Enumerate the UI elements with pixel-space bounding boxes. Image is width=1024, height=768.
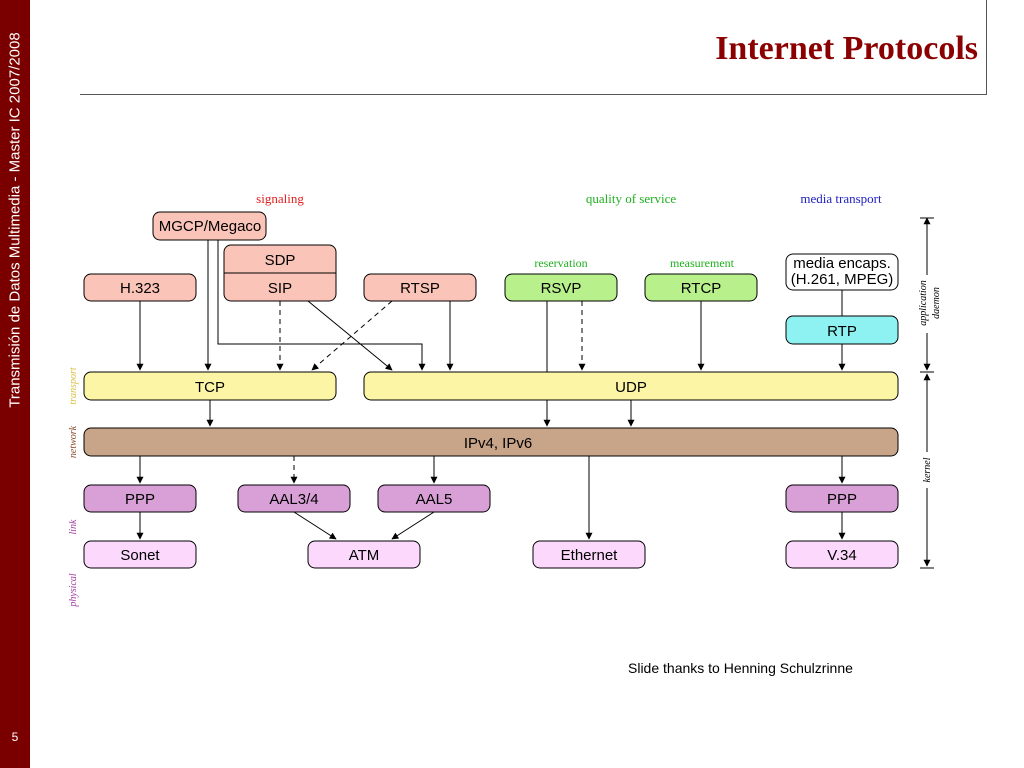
label-media-encaps-2: (H.261, MPEG) (791, 271, 894, 288)
slide-number: 5 (11, 730, 19, 744)
box-sonet (83, 540, 197, 569)
label-atm: ATM (349, 547, 380, 564)
sidebar: Transmisión de Datos Multimedia - Master… (0, 0, 30, 768)
subcategory-measurement: measurement (670, 256, 735, 270)
label-sdp: SDP (265, 252, 296, 269)
box-rsvp (504, 273, 618, 302)
label-aal34: AAL3/4 (269, 491, 318, 508)
box-atm (307, 540, 421, 569)
label-rsvp: RSVP (541, 280, 582, 297)
box-mgcp (152, 211, 267, 241)
arrow-aal34-atm (293, 511, 337, 540)
box-ethernet (532, 540, 646, 569)
layer-label-link: link (68, 519, 79, 535)
arrow-sip-udp (307, 300, 393, 371)
category-media-transport: media transport (800, 191, 882, 206)
bracket-label-bg-app (915, 275, 947, 333)
label-rtcp: RTCP (681, 280, 722, 297)
label-media-encaps-1: media encaps. (793, 255, 891, 272)
title-divider (80, 94, 987, 95)
arrow-mgcp-udp (217, 240, 426, 371)
label-ppp-right: PPP (827, 491, 857, 508)
label-sonet: Sonet (120, 547, 160, 564)
title-divider-vertical (986, 0, 987, 95)
slide-credit: Slide thanks to Henning Schulzrinne (628, 660, 853, 676)
label-ip: IPv4, IPv6 (464, 435, 532, 452)
label-v34: V.34 (827, 547, 856, 564)
label-tcp: TCP (195, 379, 225, 396)
label-udp: UDP (615, 379, 647, 396)
label-ethernet: Ethernet (561, 547, 619, 564)
slide-title: Internet Protocols (715, 30, 978, 67)
label-sip: SIP (268, 280, 292, 297)
category-qos: quality of service (586, 191, 676, 206)
box-ip (83, 427, 899, 457)
arrow-aal5-atm (391, 511, 435, 540)
bracket-label-bg-kernel (918, 452, 936, 488)
right-label-daemon: daemon (931, 287, 942, 319)
label-mgcp: MGCP/Megaco (159, 218, 262, 235)
category-signaling: signaling (256, 191, 304, 206)
label-h323: H.323 (120, 280, 160, 297)
box-rtsp (363, 273, 477, 302)
box-v34 (785, 540, 899, 569)
right-label-application: application (918, 280, 929, 326)
label-aal5: AAL5 (416, 491, 453, 508)
right-label-kernel: kernel (922, 457, 933, 482)
layer-label-physical: physical (68, 573, 79, 608)
label-ppp-left: PPP (125, 491, 155, 508)
layer-label-transport: transport (68, 367, 79, 404)
label-rtsp: RTSP (400, 280, 440, 297)
layer-label-network: network (68, 425, 79, 458)
subcategory-reservation: reservation (534, 256, 587, 270)
label-rtp: RTP (827, 323, 857, 340)
